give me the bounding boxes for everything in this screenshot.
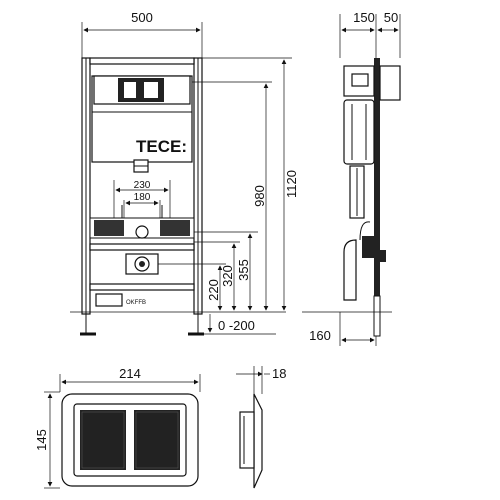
side-cistern — [343, 99, 375, 165]
height-355-label: 355 — [236, 259, 251, 281]
side-depth-150-label: 150 — [353, 10, 375, 25]
plate-height-label: 145 — [34, 429, 49, 451]
flush-button-large — [134, 410, 180, 470]
side-depth-50-label: 50 — [384, 10, 398, 25]
side-frame — [374, 58, 380, 314]
flush-plate-side: 18 — [236, 366, 286, 489]
front-view: 500 TECE: 230 180 — [70, 10, 299, 336]
side-view: 150 50 160 — [302, 10, 401, 346]
mounting-bar-right — [160, 220, 190, 236]
okffb-label: OKFFB — [126, 300, 146, 306]
height-980-label: 980 — [252, 185, 267, 207]
spacing-180-label: 180 — [134, 192, 151, 203]
height-320-label: 320 — [220, 265, 235, 287]
flush-plate-profile — [253, 393, 263, 489]
height-220-label: 220 — [206, 279, 221, 301]
flush-button-small — [80, 410, 126, 470]
adjust-range-label: 0 -200 — [218, 318, 255, 333]
plate-width-label: 214 — [119, 366, 141, 381]
side-floor-offset-label: 160 — [309, 328, 331, 343]
mounting-bar-left — [94, 220, 124, 236]
flush-plate-front: 214 145 — [34, 366, 201, 489]
height-1120-label: 1120 — [284, 170, 299, 198]
spacing-230-label: 230 — [134, 180, 151, 191]
front-width-label: 500 — [131, 10, 153, 25]
brand-logo: TECE: — [136, 137, 187, 156]
plate-depth-label: 18 — [272, 366, 286, 381]
